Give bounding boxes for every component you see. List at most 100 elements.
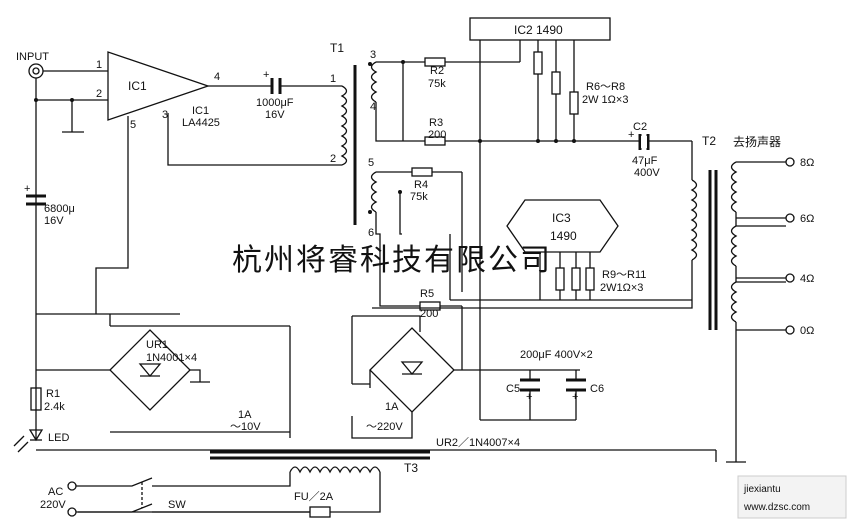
c2-voltage: 400V	[634, 167, 660, 179]
led-diode	[28, 429, 44, 442]
r5-value: 200	[420, 308, 438, 320]
r1-value: 2.4k	[44, 401, 65, 413]
r6r8-name: R6～R8	[586, 81, 625, 93]
ic2-block	[469, 17, 611, 41]
t2-secondary-coil	[730, 161, 738, 323]
ic1-pin5: 5	[130, 119, 136, 131]
sec1-current: 1A	[238, 409, 252, 421]
t3-primary-coil	[289, 466, 381, 474]
ic1-amplifier	[107, 51, 211, 121]
c5-plus: +	[526, 391, 532, 403]
ic1-model: LA4425	[182, 117, 220, 129]
t1-pin3: 3	[370, 49, 376, 61]
fuse	[309, 506, 331, 518]
t1-primary-coil	[340, 85, 348, 166]
ur1-value: 1N4001×4	[146, 352, 197, 364]
speaker-label: 去扬声器	[733, 134, 781, 149]
t3-name: T3	[404, 461, 418, 475]
ur2-bridge	[369, 327, 455, 413]
r11-resistor	[585, 267, 595, 291]
r7-resistor	[551, 71, 561, 95]
logo-domain: www.dzsc.com	[743, 502, 810, 513]
ic1-pin2: 2	[96, 88, 102, 100]
c1-value: 6800μ	[44, 203, 75, 215]
r5-resistor	[419, 301, 441, 311]
t1-secondary-coil-top	[370, 61, 378, 103]
cout-plus: +	[263, 69, 269, 81]
t2-name: T2	[702, 134, 716, 148]
cout-value: 1000μF	[256, 97, 294, 109]
t2-primary-coil	[690, 179, 698, 261]
r3-name: R3	[429, 117, 443, 129]
terminal-0ohm	[785, 325, 795, 335]
input-label: INPUT	[16, 51, 49, 63]
t1-pin1: 1	[330, 73, 336, 85]
c2-plus: +	[628, 129, 634, 141]
ic3-block	[506, 199, 619, 253]
ac-label: AC	[48, 486, 63, 498]
ic2-label: IC2 1490	[514, 23, 563, 37]
sec2-current: 1A	[385, 401, 399, 413]
input-jack	[28, 63, 44, 79]
c6-name: C6	[590, 383, 604, 395]
logo-site: jiexiantu	[743, 484, 781, 495]
r3-resistor	[424, 136, 446, 146]
tap-4ohm: 4Ω	[800, 273, 814, 285]
c1-voltage: 16V	[44, 215, 64, 227]
r2-resistor	[424, 57, 446, 67]
r5-name: R5	[420, 288, 434, 300]
r6r8-value: 2W 1Ω×3	[582, 94, 628, 106]
r9-resistor	[555, 267, 565, 291]
ic1-pin1: 1	[96, 59, 102, 71]
tap-6ohm: 6Ω	[800, 213, 814, 225]
r3-value: 200	[428, 129, 446, 141]
ic1-pin4: 4	[214, 71, 220, 83]
ic1-ref: IC1	[192, 105, 209, 117]
r4-name: R4	[414, 179, 428, 191]
ur1-name: UR1	[146, 339, 168, 351]
t1-pin5: 5	[368, 157, 374, 169]
r9r11-name: R9～R11	[602, 269, 646, 281]
ac-voltage: 220V	[40, 499, 66, 511]
c5-name: C5	[506, 383, 520, 395]
r1-name: R1	[46, 388, 60, 400]
terminal-8ohm	[785, 157, 795, 167]
ac-terminal-bottom	[67, 507, 77, 517]
r2-value: 75k	[428, 78, 446, 90]
c2-value: 47μF	[632, 155, 658, 167]
r4-value: 75k	[410, 191, 428, 203]
r1-resistor	[30, 387, 42, 411]
led-label: LED	[48, 432, 69, 444]
terminal-4ohm	[785, 273, 795, 283]
c6-plus: +	[572, 391, 578, 403]
r8-resistor	[569, 91, 579, 115]
tap-8ohm: 8Ω	[800, 157, 814, 169]
c2-name: C2	[633, 121, 647, 133]
r9r11-value: 2W1Ω×3	[600, 282, 643, 294]
r6-resistor	[533, 51, 543, 75]
sec1-voltage: ～10V	[230, 421, 261, 433]
c1-plus: +	[24, 183, 30, 195]
t1-pin4: 4	[370, 101, 376, 113]
t1-name: T1	[330, 41, 344, 55]
watermark-text: 杭州将睿科技有限公司	[232, 244, 552, 277]
fuse-label: FU／2A	[294, 490, 334, 503]
tap-0ohm: 0Ω	[800, 325, 814, 337]
r4-resistor	[411, 167, 433, 177]
t1-secondary-coil-bottom	[370, 171, 378, 213]
r2-name: R2	[430, 65, 444, 77]
cout-voltage: 16V	[265, 109, 285, 121]
ic1-name: IC1	[128, 79, 147, 93]
t1-pin6: 6	[368, 227, 374, 239]
site-logo: jiexiantu www.dzsc.com	[737, 475, 847, 519]
ic3-name: IC3	[552, 211, 571, 225]
r10-resistor	[571, 267, 581, 291]
switch-label: SW	[168, 499, 186, 511]
ur2-label: UR2／1N4007×4	[436, 436, 520, 449]
t1-pin2: 2	[330, 153, 336, 165]
ic1-pin3: 3	[162, 109, 168, 121]
ac-terminal-top	[67, 481, 77, 491]
c5c6-value: 200μF 400V×2	[520, 349, 593, 361]
sec2-voltage: ～220V	[366, 421, 403, 433]
